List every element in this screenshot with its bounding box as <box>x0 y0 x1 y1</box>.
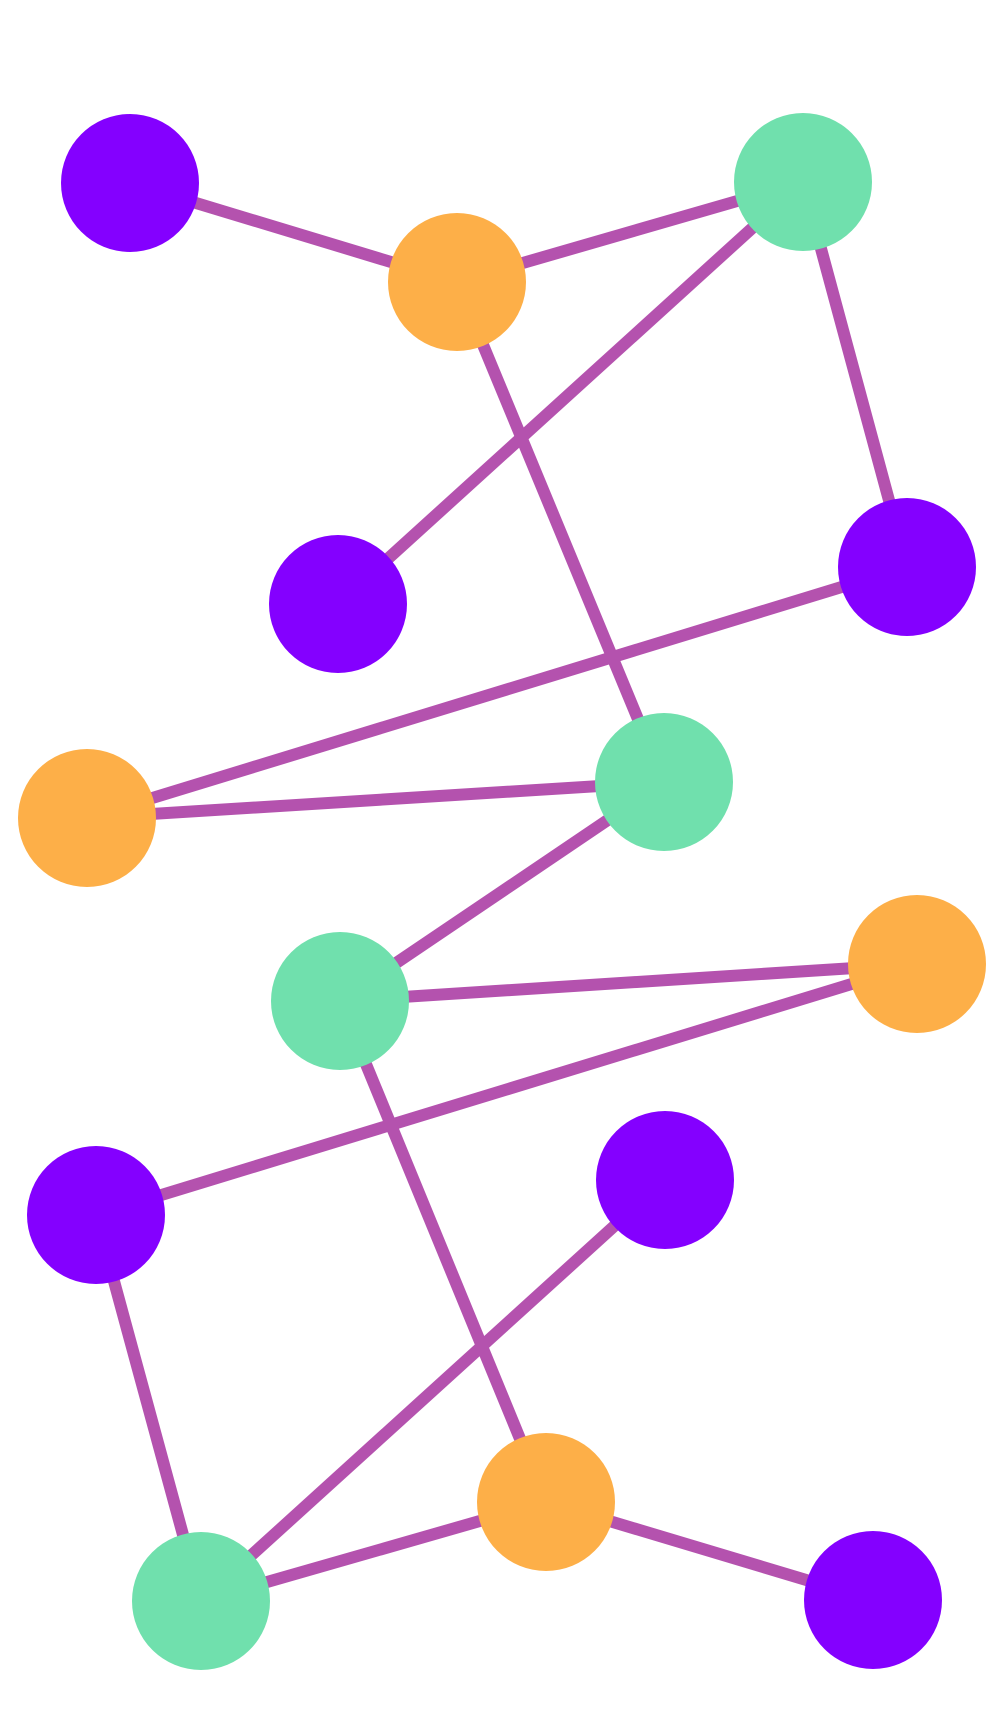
node-purple-p4 <box>27 1146 165 1284</box>
node-purple-p3 <box>838 498 976 636</box>
node-green-g3 <box>271 932 409 1070</box>
node-orange-o4 <box>477 1433 615 1571</box>
node-orange-o1 <box>388 213 526 351</box>
node-green-g2 <box>595 713 733 851</box>
node-green-g1 <box>734 113 872 251</box>
node-purple-p5 <box>596 1111 734 1249</box>
node-purple-p1 <box>61 114 199 252</box>
node-purple-p6 <box>804 1531 942 1669</box>
node-orange-o3 <box>848 895 986 1033</box>
node-purple-p2 <box>269 535 407 673</box>
edge-p5-g4 <box>196 1175 670 1606</box>
edge-o1-g2 <box>451 279 670 785</box>
edge-g3-o4 <box>334 998 552 1505</box>
edge-g1-p2 <box>333 177 808 609</box>
edge-o2-g2 <box>86 776 665 824</box>
node-orange-o2 <box>18 749 156 887</box>
edge-p3-o2 <box>85 561 909 824</box>
node-green-g4 <box>132 1532 270 1670</box>
edge-o3-p4 <box>94 958 919 1221</box>
edge-g3-o3 <box>339 958 918 1007</box>
nodes-layer <box>18 113 986 1670</box>
